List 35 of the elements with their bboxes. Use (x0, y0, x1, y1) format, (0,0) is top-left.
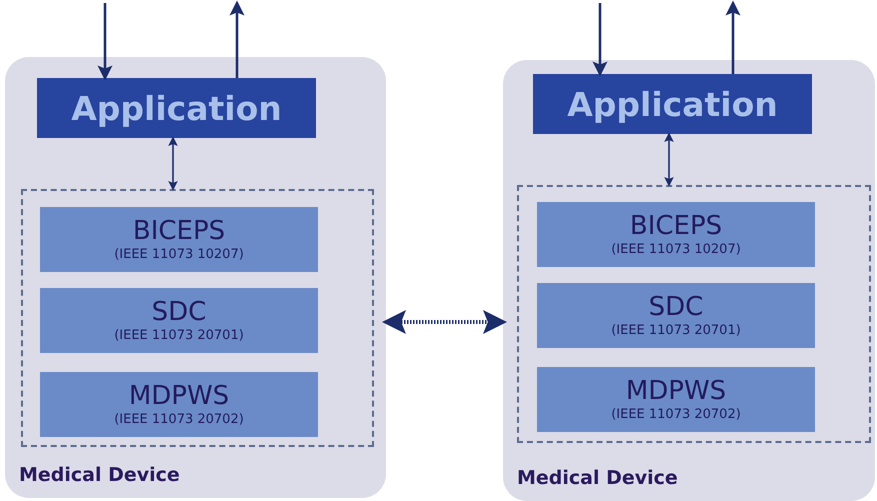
arrow (98, 3, 112, 80)
protocol-layer-box (40, 288, 318, 353)
device-panel (5, 57, 386, 498)
arrow (592, 3, 608, 76)
application-box (533, 74, 812, 134)
library-dashed-box (517, 185, 871, 443)
application-box (37, 78, 316, 138)
protocol-layer-box (537, 367, 815, 432)
arrow (726, 0, 740, 74)
layer-title: SDC (648, 292, 704, 322)
application-label: Application (71, 88, 282, 128)
layer-title: SDC (152, 296, 206, 326)
application-label: Application (567, 84, 778, 124)
standard-reference: (IEEE 11073 20702) (611, 406, 741, 424)
standard-reference: (IEEE 11073 10207) (611, 240, 741, 258)
protocol-layer-box (40, 207, 318, 272)
device-label: Medical Device (517, 467, 678, 489)
protocol-layer-box (537, 202, 815, 267)
library-dashed-box (21, 189, 374, 447)
layer-title: BICEPS (630, 210, 722, 240)
standard-reference: (IEEE 11073 10207) (114, 246, 244, 264)
standard-reference: (IEEE 11073 20701) (114, 326, 244, 344)
arrow (664, 132, 674, 187)
layer-title: BICEPS (132, 216, 226, 246)
layer-title: MDPWS (626, 376, 726, 406)
arrow (168, 136, 178, 191)
arrow (382, 310, 507, 334)
device-label: Medical Device (19, 464, 180, 486)
protocol-layer-box (537, 283, 815, 348)
standard-reference: (IEEE 11073 20701) (611, 322, 741, 340)
arrow (230, 0, 244, 78)
layer-title: MDPWS (128, 380, 230, 410)
device-panel (503, 60, 875, 501)
standard-reference: (IEEE 11073 20702) (114, 410, 244, 428)
protocol-layer-box (40, 372, 318, 437)
